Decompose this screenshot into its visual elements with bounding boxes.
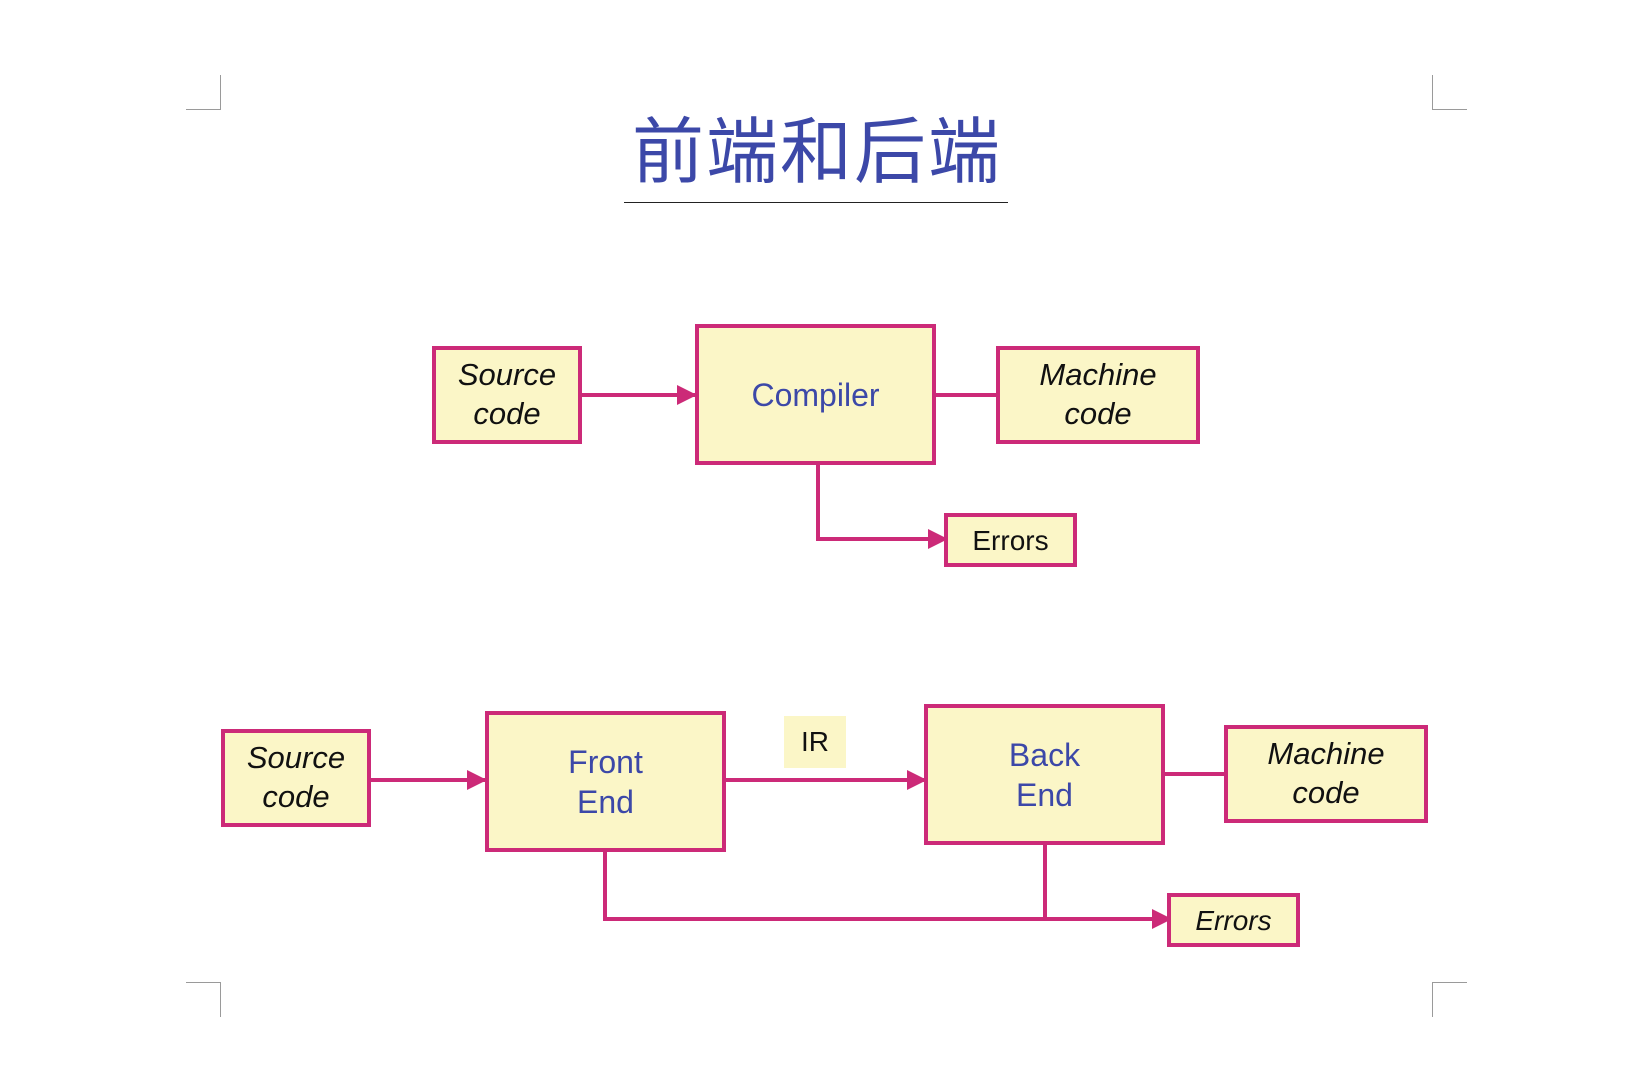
compiler-box: Compiler: [695, 324, 936, 465]
page-title: 前端和后端: [631, 110, 1002, 194]
errors-box-2: Errors: [1167, 893, 1300, 947]
crop-mark-top-left: [186, 75, 221, 110]
errors-box-1: Errors: [944, 513, 1077, 567]
ir-label: IR: [784, 716, 846, 768]
machine-code-box-1: Machine code: [996, 346, 1200, 444]
crop-mark-bottom-left: [186, 982, 221, 1017]
back-end-box: Back End: [924, 704, 1165, 845]
arrow-frontend-to-errors: [603, 850, 1172, 929]
crop-mark-bottom-right: [1432, 982, 1467, 1017]
front-end-box: Front End: [485, 711, 726, 852]
source-code-box-1: Source code: [432, 346, 582, 444]
crop-mark-top-right: [1432, 75, 1467, 110]
arrow-compiler-to-errors: [816, 463, 948, 549]
machine-code-box-2: Machine code: [1224, 725, 1428, 823]
title-underline: [624, 202, 1008, 203]
source-code-box-2: Source code: [221, 729, 371, 827]
